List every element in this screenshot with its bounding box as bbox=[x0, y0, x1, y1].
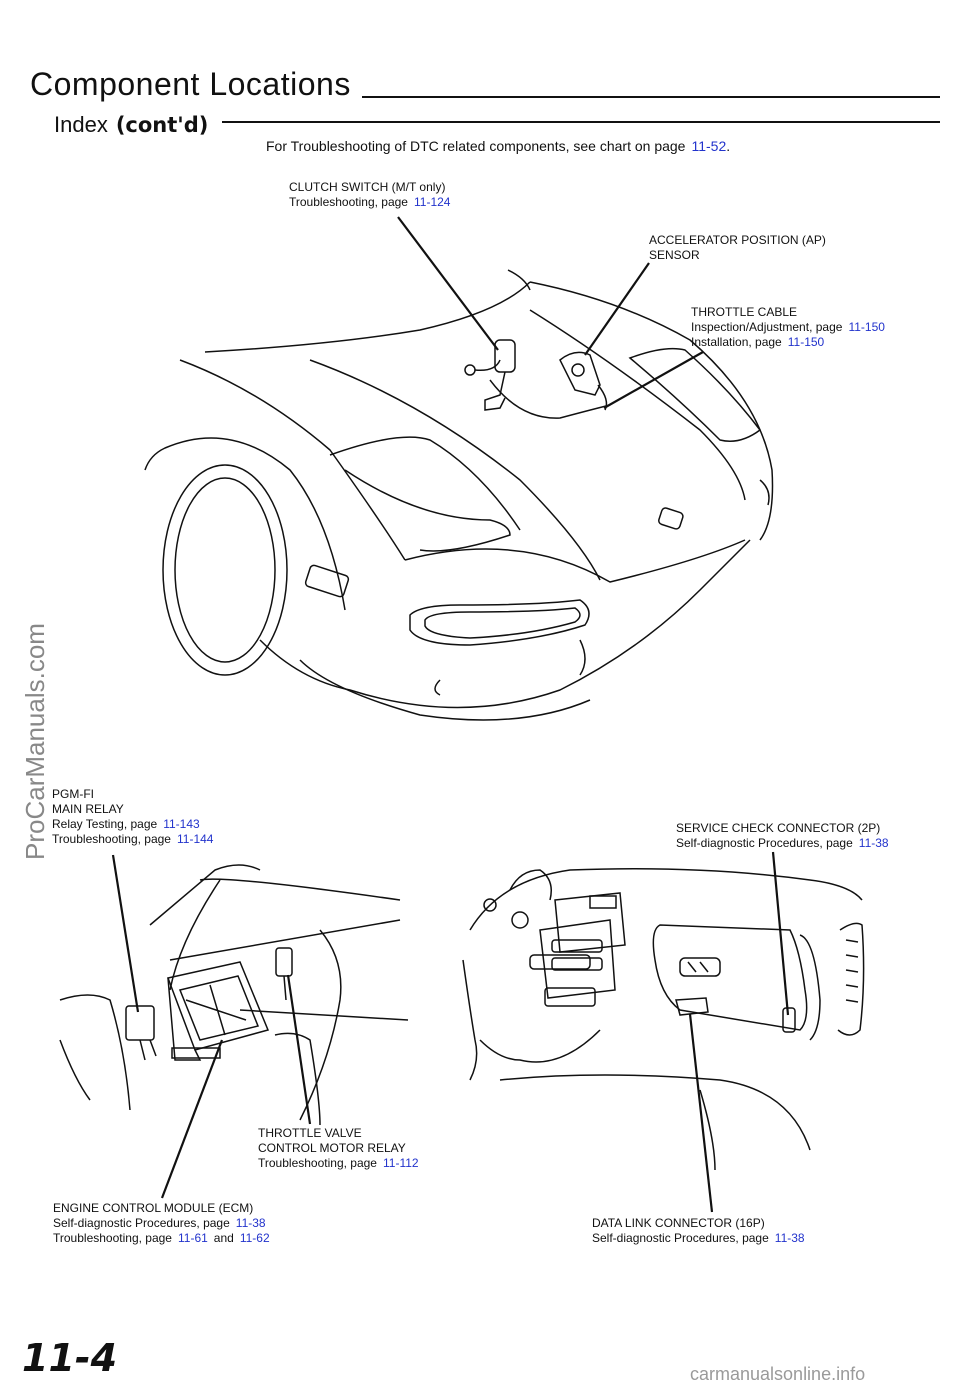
leader-ap-sensor bbox=[584, 262, 650, 356]
ecm-and-text: and bbox=[213, 1231, 234, 1245]
service-check-self-page-link[interactable]: 11-38 bbox=[858, 836, 889, 850]
dlc-self-line: Self-diagnostic Procedures, page 11-38 bbox=[592, 1231, 805, 1246]
contd-mark: (cont'd) bbox=[115, 113, 209, 137]
label-throttle-cable: THROTTLE CABLE Inspection/Adjustment, pa… bbox=[691, 305, 885, 350]
service-check-name: SERVICE CHECK CONNECTOR (2P) bbox=[676, 821, 881, 835]
ecm-ts-page-link-a[interactable]: 11-61 bbox=[177, 1231, 208, 1245]
ecm-name: ENGINE CONTROL MODULE (ECM) bbox=[53, 1201, 254, 1215]
tvcm-relay-name-1: THROTTLE VALVE bbox=[258, 1126, 362, 1140]
label-clutch-switch: CLUTCH SWITCH (M/T only) Troubleshooting… bbox=[289, 180, 450, 210]
main-relay-ts-line: Troubleshooting, page 11-144 bbox=[52, 832, 213, 847]
ecm-self-line: Self-diagnostic Procedures, page 11-38 bbox=[53, 1216, 270, 1231]
dlc-self-page-link[interactable]: 11-38 bbox=[774, 1231, 805, 1245]
leader-ecm bbox=[160, 1039, 224, 1199]
leader-tvcm-relay bbox=[286, 974, 312, 1125]
leader-dlc bbox=[688, 1013, 714, 1213]
dashboard-illustration bbox=[462, 868, 865, 1171]
ecm-ts-page-link-b[interactable]: 11-62 bbox=[239, 1231, 270, 1245]
subtitle-text: Index bbox=[54, 112, 108, 137]
clutch-switch-ts-text: Troubleshooting, page bbox=[289, 195, 408, 209]
dtc-note-period: . bbox=[726, 138, 731, 154]
leader-clutch-switch bbox=[397, 216, 499, 351]
throttle-cable-inst-text: Installation, page bbox=[691, 335, 782, 349]
service-check-self-line: Self-diagnostic Procedures, page 11-38 bbox=[676, 836, 889, 851]
ecm-self-page-link[interactable]: 11-38 bbox=[235, 1216, 266, 1230]
dlc-name: DATA LINK CONNECTOR (16P) bbox=[592, 1216, 765, 1230]
label-ecm: ENGINE CONTROL MODULE (ECM) Self-diagnos… bbox=[53, 1201, 270, 1246]
page-subtitle: Index (cont'd) bbox=[54, 112, 208, 138]
clutch-switch-ts-line: Troubleshooting, page 11-124 bbox=[289, 195, 450, 210]
ecm-ts-line: Troubleshooting, page 11-61 and 11-62 bbox=[53, 1231, 270, 1246]
clutch-switch-ts-page-link[interactable]: 11-124 bbox=[413, 195, 451, 209]
clutch-switch-name: CLUTCH SWITCH (M/T only) bbox=[289, 180, 446, 194]
dtc-note-text: For Troubleshooting of DTC related compo… bbox=[266, 138, 686, 154]
title-rule bbox=[362, 96, 940, 98]
side-watermark-text: ProCarManuals.com bbox=[20, 623, 50, 860]
throttle-cable-insp-line: Inspection/Adjustment, page 11-150 bbox=[691, 320, 885, 335]
page-title: Component Locations bbox=[30, 66, 351, 102]
dlc-self-text: Self-diagnostic Procedures, page bbox=[592, 1231, 769, 1245]
leader-lines bbox=[111, 216, 790, 1213]
subtitle-rule bbox=[222, 121, 940, 123]
tvcm-relay-ts-page-link[interactable]: 11-112 bbox=[382, 1156, 419, 1170]
label-tvcm-relay: THROTTLE VALVE CONTROL MOTOR RELAY Troub… bbox=[258, 1126, 419, 1171]
tvcm-relay-ts-line: Troubleshooting, page 11-112 bbox=[258, 1156, 419, 1171]
main-relay-test-page-link[interactable]: 11-143 bbox=[163, 817, 200, 831]
main-relay-ts-page-link[interactable]: 11-144 bbox=[176, 832, 214, 846]
throttle-cable-inst-page-link[interactable]: 11-150 bbox=[787, 335, 825, 349]
main-relay-ts-text: Troubleshooting, page bbox=[52, 832, 171, 846]
tvcm-relay-ts-text: Troubleshooting, page bbox=[258, 1156, 377, 1170]
label-main-relay: PGM-FI MAIN RELAY Relay Testing, page 11-… bbox=[52, 787, 213, 847]
main-relay-test-line: Relay Testing, page 11-143 bbox=[52, 817, 213, 832]
main-relay-test-text: Relay Testing, page bbox=[52, 817, 158, 831]
throttle-cable-insp-page-link[interactable]: 11-150 bbox=[848, 320, 885, 334]
main-relay-name-1: PGM-FI bbox=[52, 787, 94, 801]
side-watermark: ProCarManuals.com bbox=[20, 560, 60, 860]
ap-sensor-name-1: ACCELERATOR POSITION (AP) bbox=[649, 233, 826, 247]
label-ap-sensor: ACCELERATOR POSITION (AP) SENSOR bbox=[649, 233, 826, 263]
dtc-note-page-link[interactable]: 11-52 bbox=[691, 138, 727, 154]
leader-main-relay bbox=[111, 854, 140, 1013]
ecm-ts-text: Troubleshooting, page bbox=[53, 1231, 172, 1245]
car-front-illustration bbox=[144, 269, 774, 721]
leader-throttle-cable bbox=[603, 351, 704, 409]
ecm-self-text: Self-diagnostic Procedures, page bbox=[53, 1216, 230, 1230]
main-relay-name-2: MAIN RELAY bbox=[52, 802, 124, 816]
footer-watermark[interactable]: carmanualsonline.info bbox=[690, 1364, 866, 1384]
page-number: 11-4 bbox=[22, 1336, 118, 1380]
leader-service-check bbox=[771, 851, 790, 1016]
throttle-cable-inst-line: Installation, page 11-150 bbox=[691, 335, 885, 350]
label-service-check: SERVICE CHECK CONNECTOR (2P) Self-diagno… bbox=[676, 821, 889, 851]
tvcm-relay-name-2: CONTROL MOTOR RELAY bbox=[258, 1141, 406, 1155]
throttle-cable-insp-text: Inspection/Adjustment, page bbox=[691, 320, 843, 334]
dtc-note: For Troubleshooting of DTC related compo… bbox=[266, 138, 730, 154]
ap-sensor-name-2: SENSOR bbox=[649, 248, 700, 262]
throttle-cable-name: THROTTLE CABLE bbox=[691, 305, 798, 319]
service-check-self-text: Self-diagnostic Procedures, page bbox=[676, 836, 853, 850]
label-dlc: DATA LINK CONNECTOR (16P) Self-diagnosti… bbox=[592, 1216, 805, 1246]
interior-left-illustration bbox=[59, 864, 409, 1126]
